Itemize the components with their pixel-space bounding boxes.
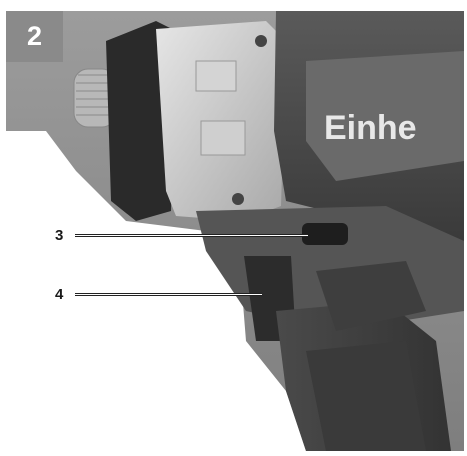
product-photo: Einhe [6, 11, 464, 451]
callout-label-4: 4 [55, 286, 64, 303]
leader-line-3 [75, 234, 308, 237]
leader-line-4 [75, 293, 262, 296]
forward-reverse-switch [302, 223, 348, 245]
callout-label-3: 3 [55, 227, 64, 244]
impact-driver-photo: Einhe [6, 11, 464, 451]
brand-logo: Einhe [324, 109, 417, 147]
figure-number-badge: 2 [6, 11, 63, 62]
